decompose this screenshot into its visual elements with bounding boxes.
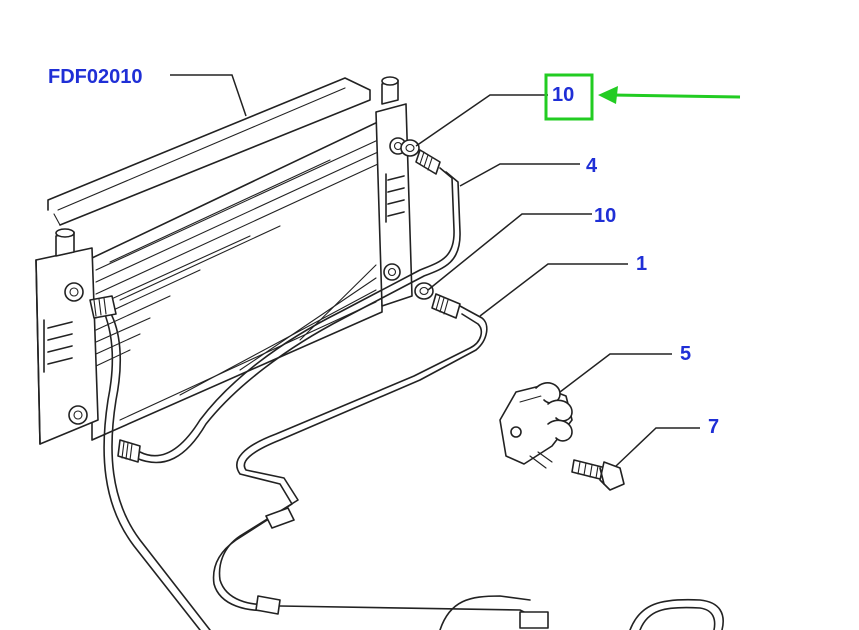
highlight-marker — [544, 73, 741, 121]
highlight-arrow — [611, 93, 741, 99]
oil-pipe-upper — [117, 149, 461, 464]
leader-lines — [170, 74, 700, 467]
bolt — [571, 459, 625, 491]
highlight-box — [544, 73, 594, 121]
callout-10[interactable]: 10 — [594, 205, 616, 227]
radiator-fins — [95, 139, 379, 421]
seal-lower — [414, 282, 434, 300]
oil-cooler-radiator — [35, 76, 413, 445]
left-tank — [35, 228, 99, 445]
callout-10-highlighted[interactable]: 10 — [552, 84, 574, 106]
callout-4[interactable]: 4 — [586, 155, 598, 177]
right-tank — [375, 76, 413, 307]
seal-upper — [400, 139, 420, 157]
oil-pipe-lower — [212, 293, 724, 630]
pipe-clip-bracket — [499, 382, 573, 469]
callout-1[interactable]: 1 — [636, 253, 647, 275]
callout-7[interactable]: 7 — [708, 416, 719, 438]
callout-5[interactable]: 5 — [680, 343, 691, 365]
drawing-reference-label: FDF02010 — [48, 66, 143, 88]
oil-pipe-left — [89, 295, 211, 630]
highlight-arrow-head — [598, 86, 618, 104]
